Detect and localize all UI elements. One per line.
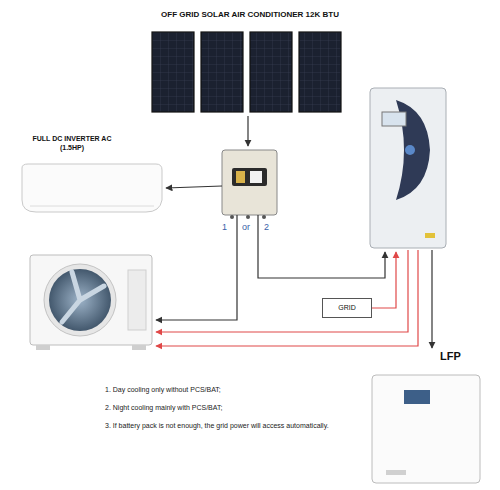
note-line: 3. If battery pack is not enough, the gr… <box>105 422 329 429</box>
hybrid-inverter <box>370 88 446 248</box>
node-text: GRID <box>323 299 371 317</box>
port-number: 1 <box>222 222 227 232</box>
solar-panels <box>152 32 341 112</box>
switch-box <box>222 150 277 219</box>
wires <box>156 186 432 348</box>
port-text: or <box>242 222 250 232</box>
outdoor-unit <box>30 255 152 350</box>
indoor-ac-unit: FULL DC INVERTER AC (1.5HP) <box>20 164 164 214</box>
diagram-title: OFF GRID SOLAR AIR CONDITIONER 12K BTU <box>0 10 500 19</box>
lfp-battery <box>372 375 480 483</box>
port-number: 2 <box>264 222 269 232</box>
battery-unit: LFP <box>372 375 480 483</box>
panel-wire <box>247 116 248 146</box>
node-text: LFP <box>440 350 461 362</box>
grid-box: GRID <box>322 298 372 318</box>
note-line: 2. Night cooling mainly with PCS/BAT; <box>105 404 222 411</box>
indoor-unit <box>22 164 162 212</box>
node-text: FULL DC INVERTER AC (1.5HP) <box>24 134 120 152</box>
note-line: 1. Day cooling only without PCS/BAT; <box>105 386 221 393</box>
